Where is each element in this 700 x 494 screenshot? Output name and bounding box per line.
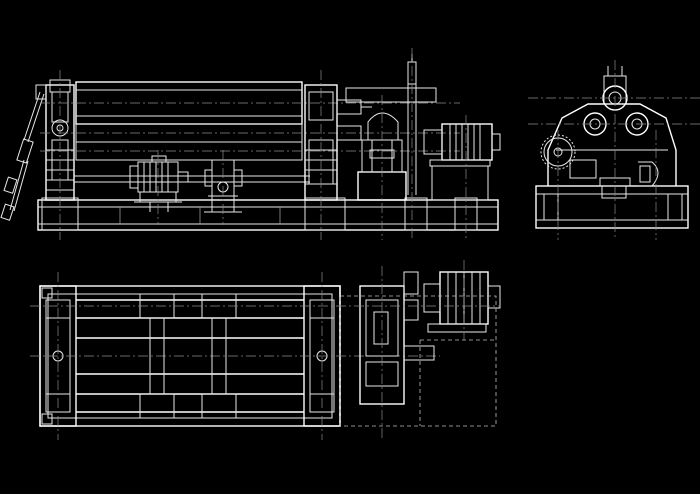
vertical-screw <box>345 48 437 240</box>
top-reducer <box>359 271 419 405</box>
side-gear <box>540 134 597 179</box>
bottom-rolls <box>40 123 460 161</box>
front-motor-small <box>129 155 189 212</box>
front-shaft <box>74 175 310 183</box>
top-view <box>30 260 501 440</box>
front-view <box>0 48 501 240</box>
top-rolls <box>30 299 440 413</box>
side-rolls <box>583 85 649 136</box>
side-drive-arc <box>601 161 659 199</box>
top-motor <box>423 271 501 333</box>
side-view <box>528 60 700 240</box>
tipping-linkage <box>0 84 47 221</box>
front-base-frame <box>37 197 499 231</box>
top-base-dashed <box>339 295 497 427</box>
front-motor-large <box>423 123 501 201</box>
